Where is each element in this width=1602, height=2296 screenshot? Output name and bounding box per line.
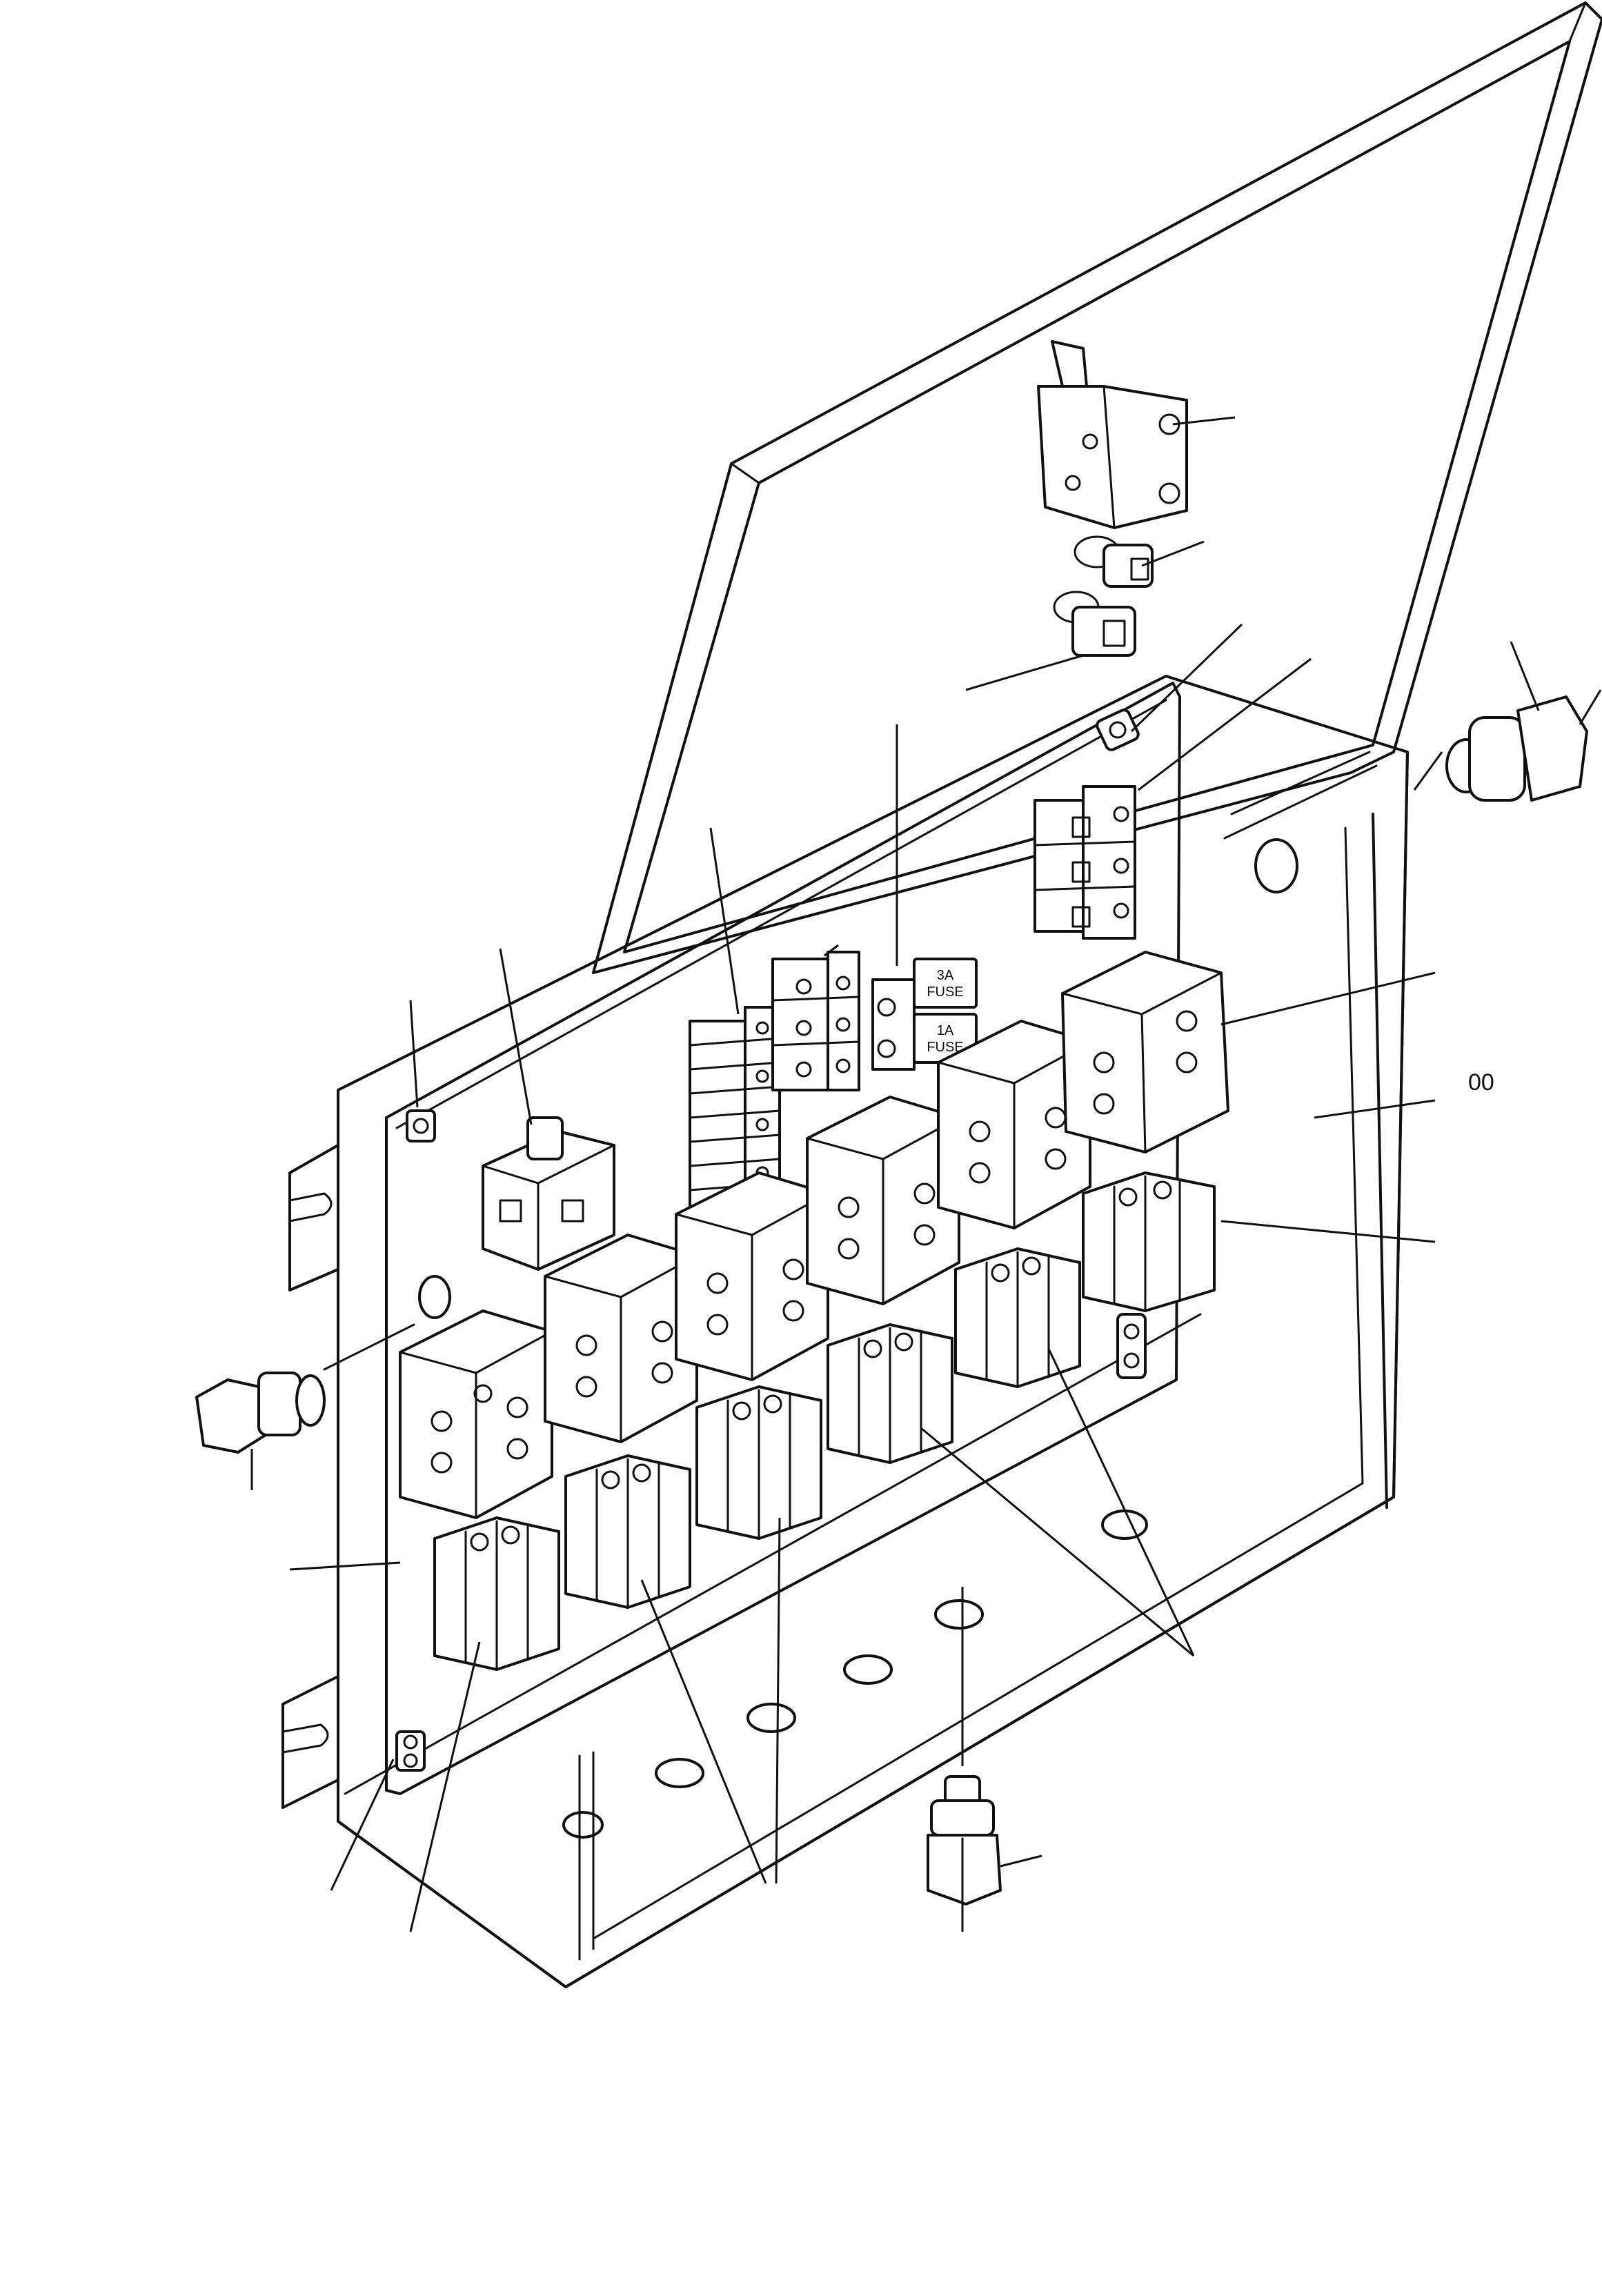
relay-group-5 (954, 1247, 1081, 1388)
relay-socket-6 (1061, 951, 1229, 1154)
cabinet-door (592, 1, 1602, 974)
cable-gland-bottom (927, 1775, 1002, 1906)
door-switch-large (1037, 340, 1188, 529)
relay-group-3 (695, 1385, 822, 1540)
fuse-holder: 3A FUSE 1A FUSE (871, 958, 978, 1071)
cable-gland-right (1445, 695, 1588, 802)
door-switch-small-1 (1074, 535, 1154, 588)
relay-group-2 (564, 1454, 691, 1609)
mounting-screw-right (1116, 1313, 1147, 1379)
relay-socket-3 (675, 1171, 829, 1381)
leader-lines (250, 416, 1602, 1932)
mounting-screw-top-left (406, 1109, 436, 1142)
relay-group-1 (433, 1516, 560, 1671)
cover-callout-label: 00 (1468, 1069, 1494, 1096)
relay-socket-4 (806, 1096, 960, 1305)
cable-gland-left (195, 1323, 415, 1454)
rotary-switch (482, 1116, 615, 1271)
fuse-text-top: FUSE (927, 984, 963, 1000)
fuse-text-bottom: FUSE (927, 1040, 963, 1055)
door-switch-small-2 (1053, 591, 1136, 657)
terminal-block-small (771, 951, 860, 1091)
cabinet-box (337, 675, 1409, 1988)
fuse-rating-bottom: 1A (937, 1023, 954, 1038)
fuse-rating-top: 3A (937, 968, 954, 983)
mounting-screw-bottom-left (395, 1730, 426, 1772)
relay-socket-2 (544, 1234, 698, 1443)
mounting-bracket-bottom (281, 1675, 339, 1809)
terminal-strip-right (1034, 785, 1136, 940)
relay-socket-5 (937, 1020, 1091, 1229)
relay-group-4 (827, 1323, 953, 1464)
mounting-bracket-top (288, 1144, 339, 1292)
relay-group-6 (1082, 1171, 1216, 1312)
relay-socket-1 (399, 1309, 553, 1519)
mounting-screw-top-right (1096, 709, 1140, 751)
